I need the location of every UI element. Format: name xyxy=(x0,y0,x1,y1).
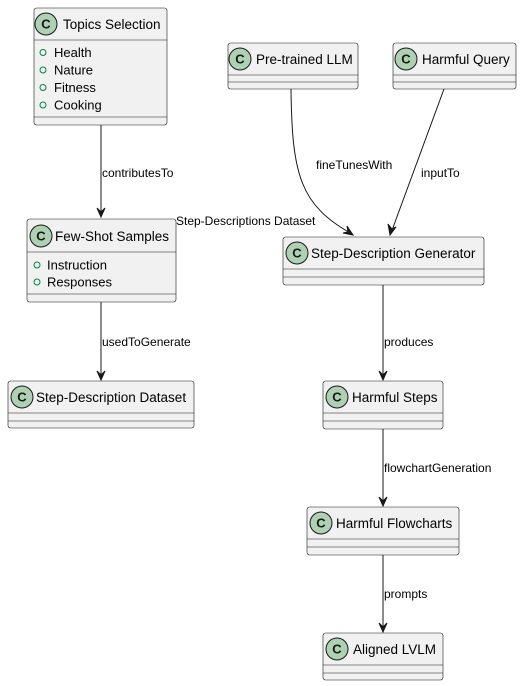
class-badge-icon xyxy=(10,385,34,409)
edge-produces: produces xyxy=(378,285,433,382)
class-badge-letter: C xyxy=(401,52,411,67)
class-name: Step-Description Dataset xyxy=(36,390,186,405)
class-badge-icon xyxy=(285,241,309,265)
class-name: Aligned LVLM xyxy=(353,642,436,657)
attribute-marker-icon xyxy=(33,278,41,286)
edge-label-produces: produces xyxy=(384,335,433,349)
attribute-marker-icon xyxy=(33,261,41,269)
class-harmful-steps[interactable]: C Harmful Steps xyxy=(322,380,444,430)
edge-label-prompts: prompts xyxy=(384,587,427,601)
class-name: Harmful Flowcharts xyxy=(336,516,453,531)
class-aligned-lvlm[interactable]: C Aligned LVLM xyxy=(322,632,444,681)
class-topics-selection[interactable]: C Topics Selection Health Nature Fitness… xyxy=(33,7,168,126)
class-step-description-dataset[interactable]: C Step-Description Dataset xyxy=(7,380,195,429)
edge-flowchart-generation: flowchartGeneration xyxy=(378,429,491,508)
edge-label-flowchart-generation: flowchartGeneration xyxy=(384,461,491,475)
attribute-marker-icon xyxy=(39,66,47,74)
class-few-shot-samples[interactable]: C Few-Shot Samples Instruction Responses xyxy=(26,218,177,303)
class-badge-icon xyxy=(228,47,252,71)
attribute: Nature xyxy=(54,63,93,78)
class-badge-icon xyxy=(394,47,418,71)
edge-contributes-to: contributesTo xyxy=(96,125,174,219)
class-badge-letter: C xyxy=(332,642,342,657)
class-badge-icon xyxy=(309,511,333,535)
class-badge-letter: C xyxy=(36,229,46,244)
class-badge-icon xyxy=(325,637,349,661)
attribute-marker-icon xyxy=(39,49,47,56)
attribute: Responses xyxy=(47,275,113,290)
class-name: Harmful Query xyxy=(422,52,510,67)
class-badge-letter: C xyxy=(41,17,51,32)
edge-label-step-descriptions-dataset: Step-Descriptions Dataset xyxy=(176,214,316,228)
edge-fine-tunes-with: fineTunesWith xyxy=(290,88,392,236)
attribute: Cooking xyxy=(54,98,102,113)
attribute-marker-icon xyxy=(39,84,47,91)
class-name: Harmful Steps xyxy=(352,390,438,405)
class-pretrained-llm[interactable]: C Pre-trained LLM xyxy=(227,42,359,90)
class-badge-icon xyxy=(29,224,53,248)
class-harmful-flowcharts[interactable]: C Harmful Flowcharts xyxy=(306,506,460,556)
edge-label-fine-tunes-with: fineTunesWith xyxy=(316,158,392,172)
class-badge-icon xyxy=(34,12,58,36)
attribute-marker-icon xyxy=(39,101,47,109)
edge-label-input-to: inputTo xyxy=(421,166,460,180)
edge-prompts: prompts xyxy=(378,555,427,634)
edge-used-to-generate: usedToGenerate xyxy=(96,302,191,382)
attribute: Instruction xyxy=(47,258,107,273)
class-harmful-query[interactable]: C Harmful Query xyxy=(392,42,517,90)
class-badge-letter: C xyxy=(292,246,302,261)
edge-input-to: inputTo xyxy=(387,88,460,237)
attribute: Fitness xyxy=(54,80,96,95)
edge-label-used-to-generate: usedToGenerate xyxy=(102,335,191,349)
class-name: Pre-trained LLM xyxy=(256,52,353,67)
class-step-description-generator[interactable]: C Step-Description Generator xyxy=(282,236,485,286)
class-badge-icon xyxy=(325,385,349,409)
class-name: Topics Selection xyxy=(63,17,161,32)
edge-label-contributes-to: contributesTo xyxy=(102,166,174,180)
class-badge-letter: C xyxy=(316,516,326,531)
class-badge-letter: C xyxy=(235,52,245,67)
attribute: Health xyxy=(54,45,92,60)
class-name: Step-Description Generator xyxy=(311,246,476,261)
class-name: Few-Shot Samples xyxy=(55,229,169,244)
class-badge-letter: C xyxy=(17,390,27,405)
class-badge-letter: C xyxy=(332,390,342,405)
